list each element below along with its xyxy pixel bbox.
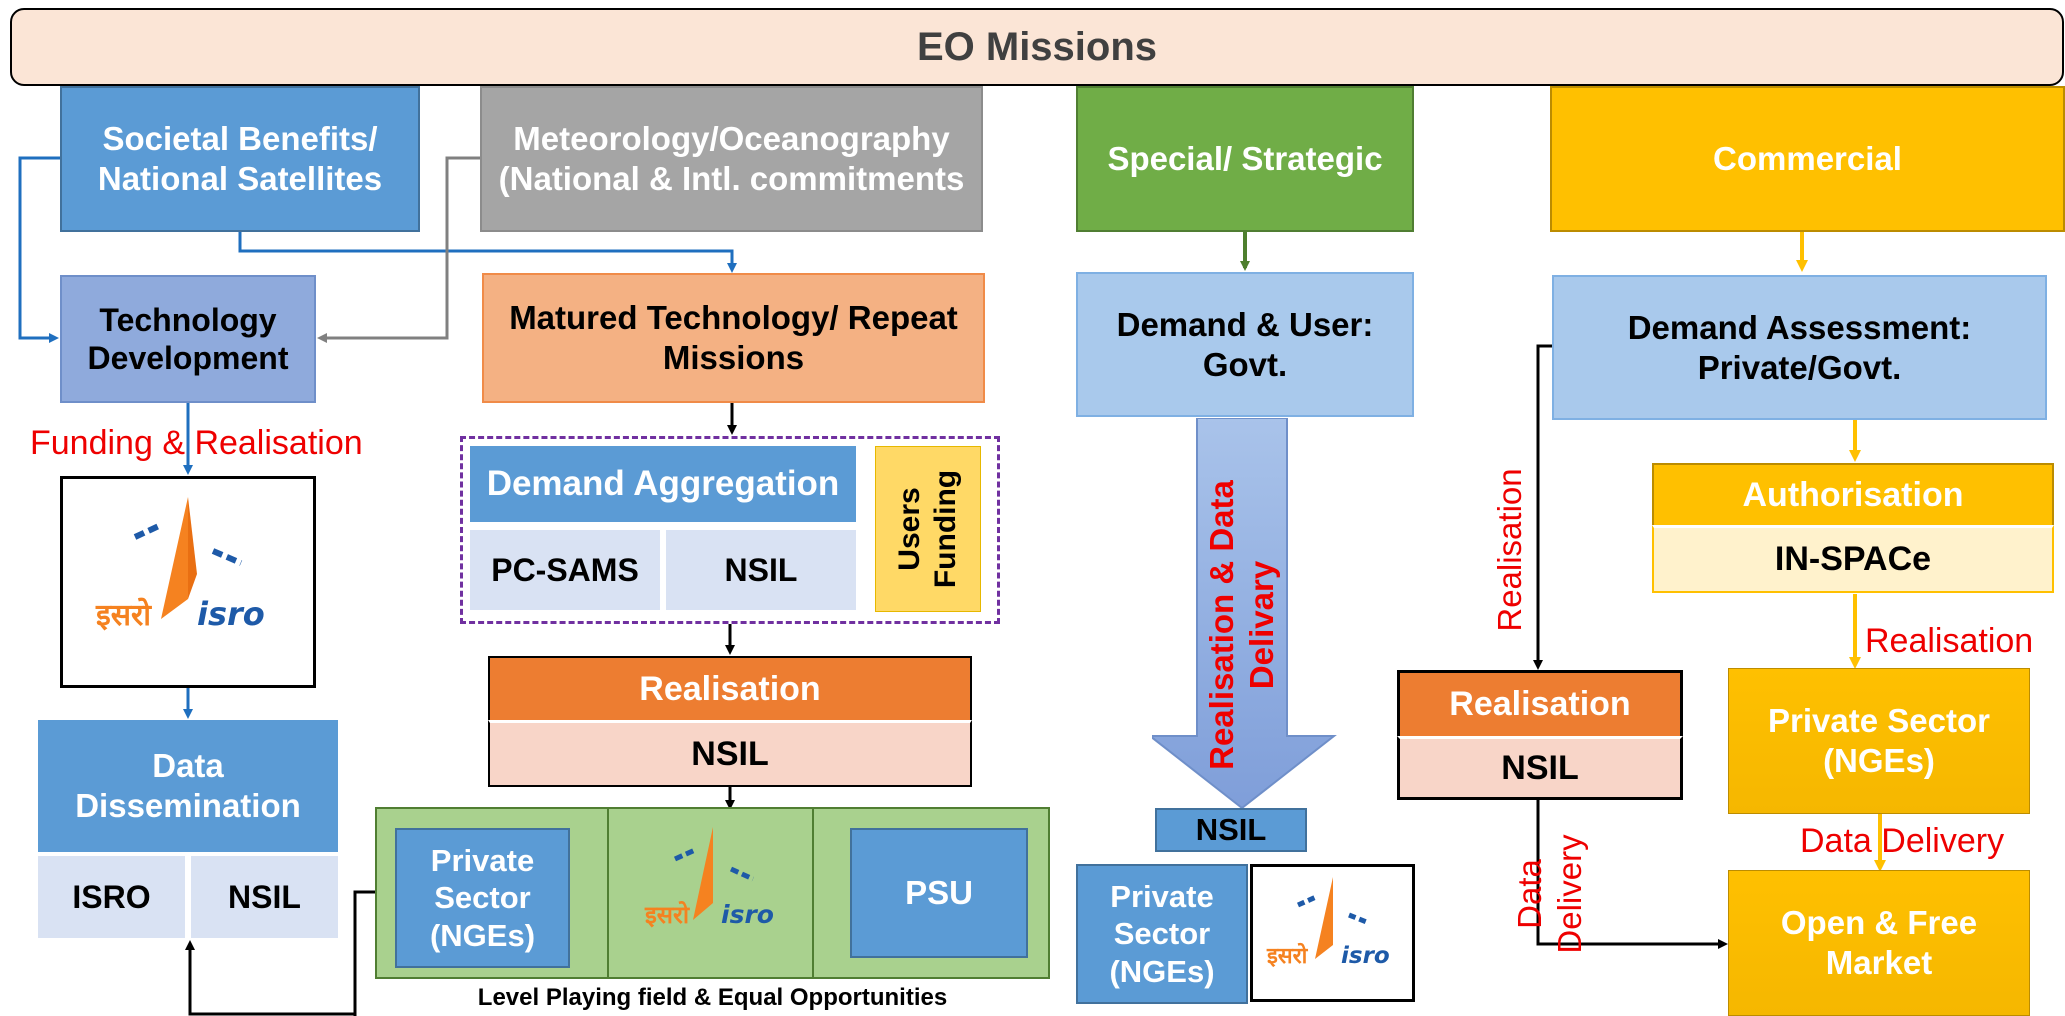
page-title: EO Missions (10, 8, 2064, 86)
realisation-header: Realisation (488, 656, 972, 720)
demand-user-govt-box: Demand & User: Govt. (1076, 272, 1414, 417)
isro-logo-icon: इसरो isro (95, 497, 265, 664)
aggregation-nsil-cell: NSIL (666, 530, 856, 610)
svg-text:इसरो: इसरो (95, 597, 152, 633)
realisation-label-right: Realisation (1865, 622, 2034, 660)
realisation-nsil: NSIL (488, 720, 972, 787)
realisation-nsil-col4: NSIL (1397, 736, 1683, 800)
data-delivery-label: Data Delivery (1800, 822, 2005, 860)
svg-text:इसरो: इसरो (644, 901, 690, 929)
data-dissemination-box: Data Dissemination (38, 720, 338, 852)
pc-sams-cell: PC-SAMS (470, 530, 660, 610)
users-funding-box: Users Funding (875, 446, 981, 612)
realisation-label-left: Realisation (1491, 468, 1529, 632)
authorisation-header: Authorisation (1652, 463, 2054, 525)
panel-divider-2 (812, 807, 814, 979)
matured-technology-box: Matured Technology/ Repeat Missions (482, 273, 985, 403)
svg-text:इसरो: इसरो (1266, 942, 1309, 969)
level-playing-field-label: Level Playing field & Equal Opportunitie… (477, 983, 948, 1011)
realisation-delivery-arrow (1152, 418, 1337, 810)
panel-divider-1 (607, 807, 609, 979)
col3-isro-logo: इसरो isro (1250, 864, 1415, 1002)
category-commercial: Commercial (1550, 86, 2065, 232)
demand-assessment-box: Demand Assessment: Private/Govt. (1552, 275, 2047, 420)
category-special-strategic: Special/ Strategic (1076, 86, 1414, 232)
category-societal-benefits: Societal Benefits/ National Satellites (60, 86, 420, 232)
col3-nsil-box: NSIL (1155, 808, 1307, 852)
col3-private-sector-box: Private Sector (NGEs) (1076, 864, 1248, 1004)
open-free-market-box: Open & Free Market (1728, 870, 2030, 1016)
private-sector-col4: Private Sector (NGEs) (1728, 668, 2030, 814)
private-sector-box: Private Sector (NGEs) (395, 828, 570, 968)
data-delivery-vertical-label: Data Delivery (1511, 834, 1588, 954)
dissemination-nsil-cell: NSIL (191, 856, 338, 938)
demand-aggregation-box: Demand Aggregation (470, 446, 856, 522)
isro-logo-icon: इसरो isro (644, 827, 774, 955)
realisation-delivery-label: Realisation & Data Delivary (1203, 480, 1280, 770)
psu-box: PSU (850, 828, 1028, 958)
category-meteorology: Meteorology/Oceanography (National & Int… (480, 86, 983, 232)
svg-text:isro: isro (721, 900, 774, 929)
isro-logo-icon: इसरो isro (1266, 877, 1390, 991)
svg-text:isro: isro (197, 595, 265, 633)
isro-logo: इसरो isro (60, 476, 316, 688)
demand-aggregation-group (460, 436, 1000, 624)
realisation-header-col4: Realisation (1397, 670, 1683, 736)
dissemination-isro-cell: ISRO (38, 856, 185, 938)
technology-development-box: Technology Development (60, 275, 316, 403)
funding-realisation-label: Funding & Realisation (30, 424, 363, 462)
in-space-box: IN-SPACe (1652, 525, 2054, 593)
svg-text:isro: isro (1341, 943, 1390, 969)
users-funding-label: Users Funding (893, 469, 963, 589)
panel-isro-logo: इसरो isro (625, 815, 800, 965)
